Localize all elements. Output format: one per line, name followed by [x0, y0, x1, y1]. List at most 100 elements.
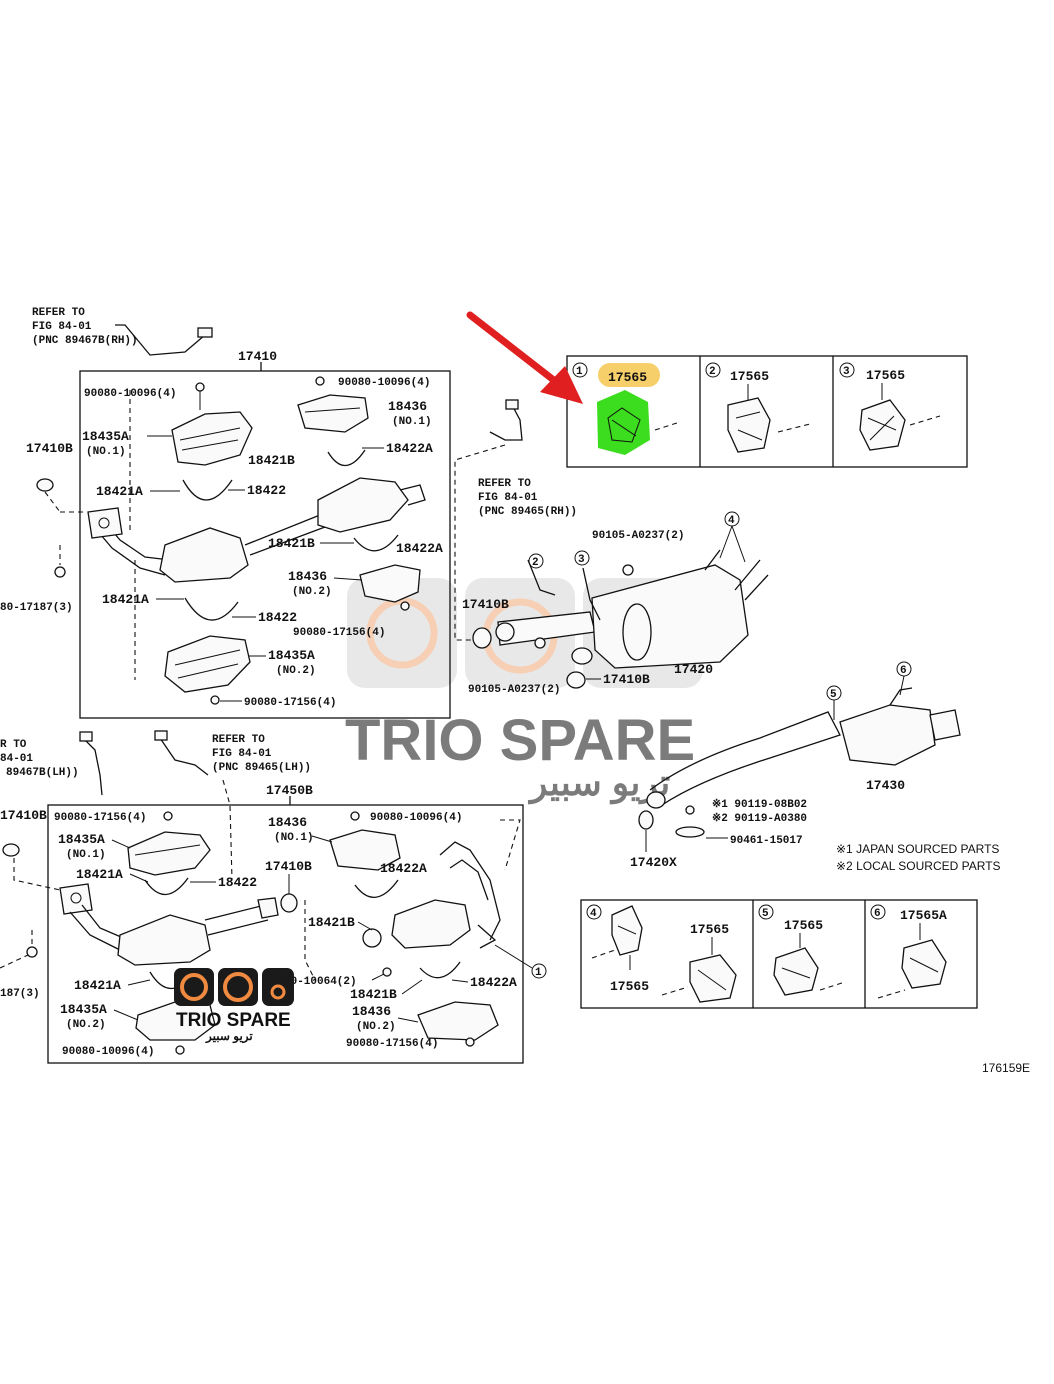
cell1-callout — [572, 362, 588, 378]
outside-upper-left: 17410B 80-17187(3) — [0, 441, 73, 614]
hanger-17565-cell3 — [859, 399, 906, 451]
gasket-icon — [646, 791, 666, 809]
gasket-icon — [36, 478, 54, 492]
refer-to-lh2-line1: REFER TO — [212, 734, 265, 746]
label-18422-a: 18422 — [247, 483, 286, 498]
label-lower-18421b-a: 18421B — [308, 915, 355, 930]
catalytic-converter-lh-rear — [391, 899, 471, 949]
callout-5-text: 5 — [830, 689, 837, 701]
tail-muffler-17430 — [839, 704, 936, 766]
gasket-icon — [2, 843, 20, 857]
callout-3-text: 3 — [578, 554, 585, 566]
label-90461-15017: 90461-15017 — [730, 835, 803, 847]
label-lower-18436-no2-sub: (NO.2) — [356, 1021, 396, 1033]
bolt-icon — [465, 1037, 475, 1047]
sensor-connector-icon — [154, 730, 168, 741]
cell5-label: 17565 — [784, 918, 823, 933]
refer-to-line2: FIG 84-01 — [32, 321, 92, 333]
label-18435a-no1: 18435A — [82, 429, 129, 444]
highlighted-hanger-17565 — [597, 390, 650, 455]
hanger-bracket-3 — [582, 567, 601, 621]
refer-to-rh2-line2: FIG 84-01 — [478, 492, 538, 504]
label-lower-80-10064: 80-10064(2) — [284, 976, 357, 988]
front-pipe — [94, 527, 166, 576]
front-flange-lh — [59, 883, 93, 915]
label-18435a-no1-sub: (NO.1) — [86, 446, 126, 458]
sensor-connector-icon — [79, 731, 93, 742]
clamp-18422a-b — [353, 534, 399, 552]
heat-insulator-18436-no2 — [359, 564, 421, 603]
cell2-callout-text: 2 — [709, 366, 716, 378]
oxygen-sensor-lh-wire — [84, 739, 103, 796]
gasket-17410b — [472, 627, 492, 649]
refer-to-lh2-line2: FIG 84-01 — [212, 748, 272, 760]
tail-tip — [929, 709, 961, 741]
label-18436-no1: 18436 — [388, 399, 427, 414]
label-lower-18436-no1: 18436 — [268, 815, 307, 830]
bolt-icon — [54, 566, 66, 578]
heat-insulator-18436-no1-lh — [329, 829, 401, 871]
label-18435a-no2: 18435A — [268, 648, 315, 663]
outside-lower-left: 17410B 187(3) — [0, 808, 61, 1000]
label-90080-10096-tl: 90080-10096(4) — [84, 388, 176, 400]
label-18421a-b: 18421A — [102, 592, 149, 607]
bolt-icon — [163, 811, 173, 821]
heat-insulator-18435a-no2 — [164, 635, 251, 693]
label-17410b-a: 17410B — [462, 597, 509, 612]
upper-assembly-17410: 17410 — [60, 324, 451, 719]
clamp-18422a-a — [327, 449, 366, 467]
cell3-label: 17565 — [866, 368, 905, 383]
refer-to-rh-top: REFER TO FIG 84-01 (PNC 89467B(RH)) — [32, 307, 138, 347]
label-187-lower-left: 187(3) — [0, 988, 40, 1000]
label-lower-18435a-no1-sub: (NO.1) — [66, 849, 106, 861]
label-lower-18435a-no2: 18435A — [60, 1002, 107, 1017]
cell6-callout-text: 6 — [874, 908, 881, 920]
label-lower-18436-no2: 18436 — [352, 1004, 391, 1019]
cell4-callout — [586, 904, 602, 920]
cell5-callout — [758, 904, 774, 920]
label-17420x: 17420X — [630, 855, 677, 870]
catalytic-converter-rear — [317, 477, 409, 533]
label-90119-08b02: ※1 90119-08B02 — [712, 798, 807, 811]
hanger-17565-cell4b — [689, 954, 737, 1003]
gasket-17420x — [638, 810, 654, 830]
lower-assembly-17450b: 17450B R TO 84-01 89467B(LH)) REFER TO F… — [0, 730, 547, 1064]
label-lower-90080-17156-tl: 90080-17156(4) — [54, 812, 146, 824]
catalytic-converter-lh — [117, 914, 211, 966]
upper-assembly-box — [79, 370, 451, 719]
refer-to-lh2-line3: (PNC 89465(LH)) — [212, 762, 311, 774]
hanger-17565-cell5 — [773, 947, 819, 996]
bolt-icon — [210, 695, 220, 705]
bolt-icon — [315, 376, 325, 386]
clamp-18422-b — [184, 597, 239, 621]
cell3-callout — [839, 362, 855, 378]
hanger-box-top: 1 17565 2 17565 3 17565 — [566, 355, 968, 468]
bolt-icon — [195, 382, 205, 392]
watermark-small: TRIO SPARE تريو سبير — [174, 968, 294, 1044]
bolt-icon — [175, 1045, 185, 1055]
callout-2 — [528, 553, 544, 569]
bolt-icon — [534, 637, 546, 649]
callout-2-text: 2 — [532, 557, 539, 569]
callout-3 — [574, 550, 590, 566]
label-90080-10096-tr: 90080-10096(4) — [338, 377, 430, 389]
refer-to-line1: REFER TO — [32, 307, 85, 319]
label-17430: 17430 — [866, 778, 905, 793]
heat-insulator-18436-no2-lh — [417, 1001, 499, 1041]
label-90105-a0237-bottom: 90105-A0237(2) — [468, 684, 560, 696]
label-lower-18422: 18422 — [218, 875, 257, 890]
clamp-18422a-lh-b — [419, 961, 461, 979]
oxygen-sensor-lh2-wire — [159, 737, 209, 776]
hanger-box-bottom-frame — [580, 899, 978, 1009]
note-local-sourced: ※2 LOCAL SOURCED PARTS — [836, 859, 1001, 873]
label-18422-b: 18422 — [258, 610, 297, 625]
label-18436-no2: 18436 — [288, 569, 327, 584]
bolt-icon — [622, 564, 634, 576]
refer-to-lh-line1: R TO — [0, 739, 27, 751]
label-18436-no2-sub: (NO.2) — [292, 586, 332, 598]
label-90080-17156-bottom: 90080-17156(4) — [244, 697, 336, 709]
gasket-icon — [571, 647, 593, 665]
cell4-label-a: 17565 — [610, 979, 649, 994]
label-90105-a0237-top: 90105-A0237(2) — [592, 530, 684, 542]
